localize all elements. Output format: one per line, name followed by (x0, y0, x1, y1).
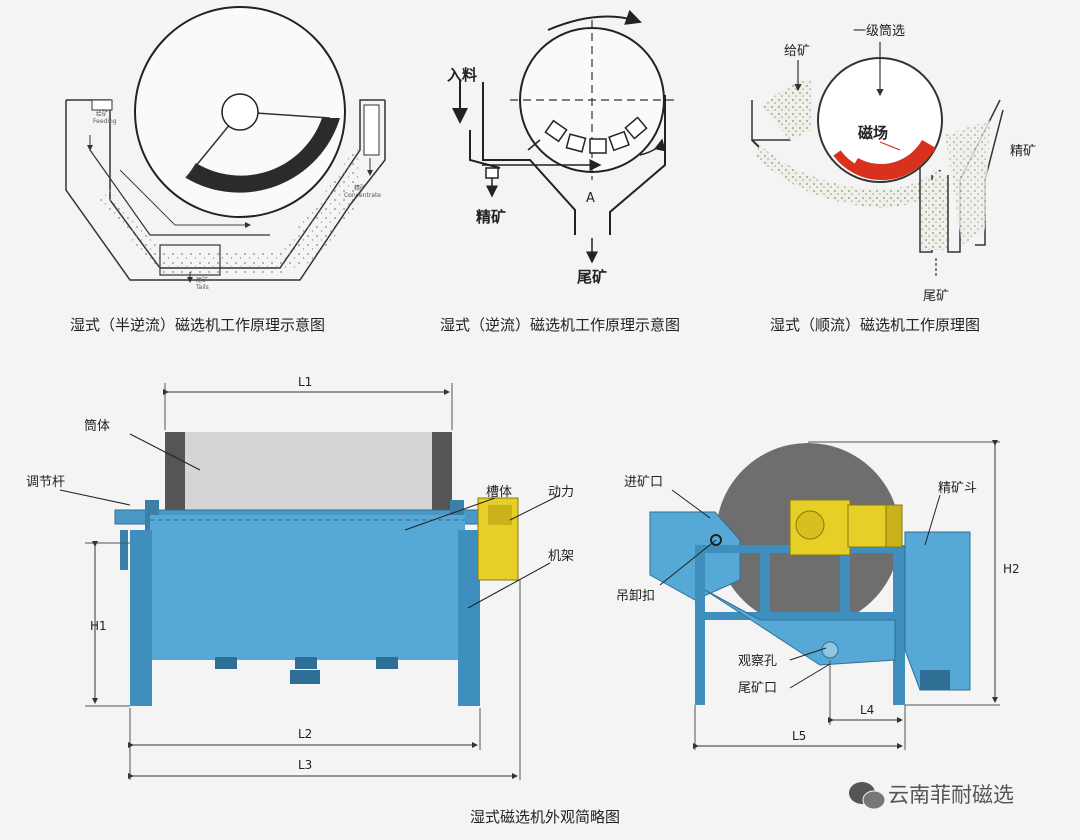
conc-label: 精矿 (354, 184, 366, 192)
tank-label: 槽体 (486, 485, 512, 500)
semi-counter-caption: 湿式（半逆流）磁选机工作原理示意图 (70, 316, 325, 334)
watermark: 云南菲耐磁选 (849, 782, 1014, 810)
dim-h1: H1 (90, 619, 107, 633)
watermark-text: 云南菲耐磁选 (888, 783, 1014, 807)
dim-l4: L4 (860, 703, 874, 717)
tail-label: 尾矿 (577, 268, 607, 286)
conc-label: 精矿 (476, 208, 506, 226)
conc-label: 精矿 (1010, 144, 1036, 159)
conc-hopper-label: 精矿斗 (938, 481, 977, 496)
tail-label: 尾矿 (196, 276, 208, 284)
dim-l1: L1 (298, 375, 312, 389)
hook-label: 吊卸扣 (616, 588, 655, 604)
counter-diagram: 入料 精矿 尾矿 A 湿式（逆流）磁选机工作原理示意图 (440, 9, 680, 334)
cocurrent-caption: 湿式（顺流）磁选机工作原理图 (770, 316, 980, 334)
rod-label: 调节杆 (26, 475, 65, 490)
feed-label: 给矿 (96, 110, 108, 118)
tail-label: 尾矿 (923, 289, 949, 304)
drum-label: 筒体 (84, 418, 110, 434)
conc-label-en: Concentrate (344, 192, 381, 199)
window-label: 观察孔 (738, 654, 777, 669)
point-a-label: A (586, 191, 595, 206)
dim-l2: L2 (298, 727, 312, 741)
feed-port-label: 进矿口 (624, 475, 663, 490)
dim-l3: L3 (298, 758, 312, 772)
tail-port-label: 尾矿口 (738, 681, 777, 696)
front-view: L1 H1 L2 L3 (26, 375, 574, 780)
side-view: H2 L4 L5 进矿口 精矿斗 吊卸扣 观察孔 尾矿口 (616, 440, 1020, 750)
feed-label: 入料 (447, 66, 477, 84)
semi-counter-diagram: 给矿 Feeding 精矿 Concentrate 尾矿 Tails 湿式（半逆… (65, 6, 386, 334)
dim-h2: H2 (1003, 562, 1020, 576)
cocurrent-diagram: 给矿 一级筒选 磁场 精矿 尾矿 湿式（顺流）磁选机工作原理图 (751, 23, 1036, 334)
tail-label-en: Tails (195, 284, 209, 291)
feed-label-en: Feeding (93, 118, 117, 125)
wechat-icon (849, 782, 886, 810)
outline-caption: 湿式磁选机外观简略图 (470, 808, 620, 826)
screen-label: 一级筒选 (853, 23, 905, 39)
power-label: 动力 (548, 485, 574, 500)
field-label: 磁场 (858, 124, 888, 142)
feed-label: 给矿 (784, 44, 810, 59)
frame-label: 机架 (548, 549, 574, 564)
dim-l5: L5 (792, 729, 806, 743)
counter-caption: 湿式（逆流）磁选机工作原理示意图 (440, 316, 680, 334)
